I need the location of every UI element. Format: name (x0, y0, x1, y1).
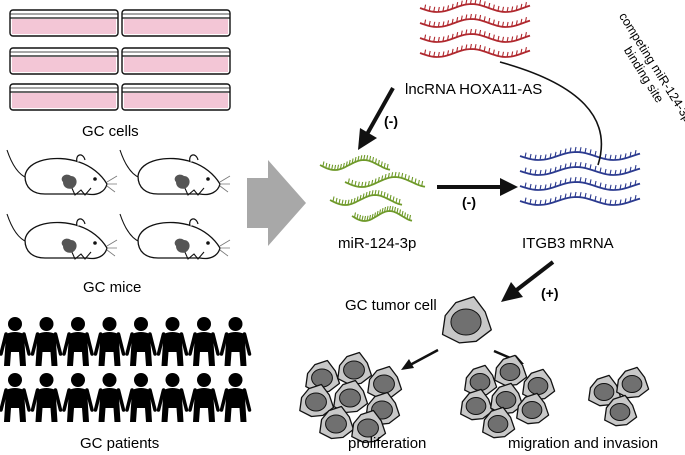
proliferating-cell (305, 359, 341, 394)
migrating-cell (516, 392, 550, 425)
mirna-strand (344, 171, 426, 188)
itgb3-strand (519, 176, 641, 191)
migrating-cell (464, 364, 498, 397)
culture-dish-icon (121, 47, 231, 75)
mouse-icon (119, 149, 231, 196)
culture-dish-icon (9, 83, 119, 111)
invading-cell (616, 366, 650, 399)
person-icon (188, 317, 220, 366)
proliferating-cell (351, 409, 387, 444)
itgb3-strand (519, 146, 641, 161)
culture-dish-icon (121, 9, 231, 37)
arrow-to-proliferation (401, 348, 439, 370)
competing-binding-arc (499, 61, 603, 166)
person-icon (219, 317, 252, 366)
tumor-cell (441, 296, 492, 344)
itgb3-label: ITGB3 mRNA (522, 235, 614, 252)
person-icon (30, 317, 63, 366)
mice-group (6, 149, 231, 260)
culture-dishes (9, 9, 231, 111)
tumor-cells (299, 296, 650, 444)
person-icon (0, 317, 31, 366)
mouse-icon (6, 149, 118, 196)
person-icon (188, 373, 220, 422)
migrating-cell (482, 406, 516, 439)
mouse-icon (119, 213, 231, 260)
lncrna-mirna-sign: (-) (384, 113, 398, 129)
culture-dish-icon (9, 9, 119, 37)
mirna-label: miR-124-3p (338, 235, 417, 252)
person-icon (62, 373, 94, 422)
rna-strands (319, 0, 641, 222)
mirna-strand (351, 205, 413, 222)
mirna-strand (329, 189, 403, 206)
lncrna-strand (419, 13, 531, 28)
itgb3-cell-sign: (+) (541, 285, 559, 301)
proliferation-label: proliferation (348, 435, 427, 452)
lncrna-label: lncRNA HOXA11-AS (405, 81, 543, 98)
person-icon (30, 373, 63, 422)
arrow-itgb3-to-cell (501, 260, 555, 302)
person-icon (125, 317, 157, 366)
invading-cell (604, 394, 638, 427)
culture-dish-icon (121, 83, 231, 111)
arrow-lncrna-to-mirna (358, 87, 395, 150)
migrating-cell (522, 368, 556, 401)
migrating-cell (490, 382, 524, 415)
big-grey-arrow (247, 160, 306, 246)
gc-mice-label: GC mice (83, 279, 142, 296)
person-icon (0, 373, 31, 422)
person-icon (156, 317, 189, 366)
mouse-icon (6, 213, 118, 260)
proliferating-cell (333, 379, 369, 414)
migrating-cell (460, 388, 494, 421)
proliferating-cell (337, 351, 373, 386)
gc-patients-label: GC patients (80, 435, 160, 452)
proliferating-cell (319, 405, 355, 440)
person-icon (93, 317, 126, 366)
person-icon (219, 373, 252, 422)
person-icon (156, 373, 189, 422)
patients-group (0, 317, 252, 422)
itgb3-strand (519, 161, 641, 176)
lncrna-strand (419, 28, 531, 43)
arrow-mirna-to-itgb3 (437, 178, 518, 196)
migration-label: migration and invasion (508, 435, 659, 452)
tumor-cell-label: GC tumor cell (345, 297, 437, 314)
lncrna-strand (419, 0, 531, 13)
culture-dish-icon (9, 47, 119, 75)
person-icon (125, 373, 157, 422)
proliferating-cell (299, 383, 335, 418)
gc-cells-label: GC cells (82, 123, 139, 140)
person-icon (93, 373, 126, 422)
lncrna-strand (419, 43, 531, 58)
mirna-strand (319, 154, 391, 171)
itgb3-strand (519, 191, 641, 206)
migrating-cell (494, 354, 528, 387)
person-icon (62, 317, 94, 366)
mirna-itgb3-sign: (-) (462, 194, 476, 210)
invading-cell (588, 374, 622, 407)
